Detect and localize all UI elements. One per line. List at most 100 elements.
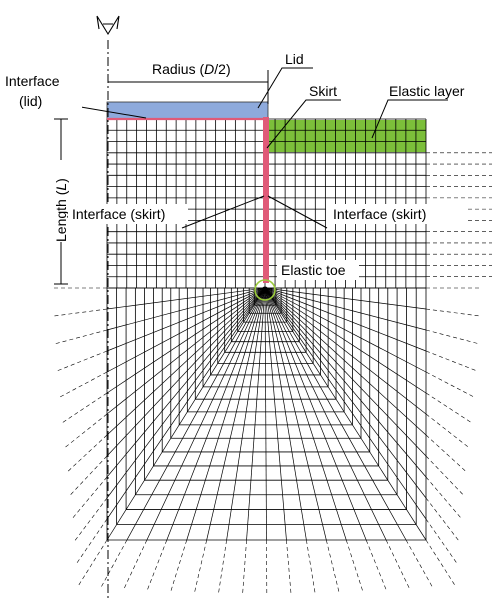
far-field-line bbox=[52, 308, 108, 317]
elastic-layer-leader bbox=[371, 99, 448, 139]
elastic-toe-point bbox=[261, 286, 269, 294]
far-field-line bbox=[425, 392, 473, 424]
radial-mesh-line bbox=[264, 287, 267, 541]
elastic-toe-label: Elastic toe bbox=[281, 262, 346, 278]
far-field-line bbox=[345, 539, 364, 593]
lid-leader bbox=[257, 67, 313, 109]
far-field-line bbox=[326, 539, 340, 594]
far-field-line bbox=[405, 539, 434, 589]
radial-mesh-line bbox=[264, 287, 427, 352]
radial-mesh-line bbox=[106, 287, 266, 310]
interface-skirt-left-leader bbox=[181, 195, 265, 229]
far-field-line bbox=[75, 518, 108, 565]
radial-mesh-line bbox=[264, 287, 427, 373]
radial-mesh-line bbox=[264, 287, 347, 541]
skirt-label: Skirt bbox=[309, 83, 337, 99]
radial-mesh-line bbox=[264, 287, 427, 499]
far-field-line bbox=[425, 434, 467, 473]
far-field-line bbox=[242, 539, 247, 595]
far-field-line bbox=[69, 455, 108, 497]
radius-label: Radius (D/2) bbox=[152, 61, 231, 77]
far-field-line bbox=[61, 392, 108, 424]
lid-label: Lid bbox=[285, 51, 304, 67]
radial-mesh-line bbox=[106, 287, 266, 436]
far-field-line bbox=[286, 539, 292, 595]
radial-mesh-line bbox=[264, 287, 327, 541]
radial-mesh-line bbox=[106, 287, 266, 457]
radial-mesh-line bbox=[264, 287, 427, 478]
far-field-line bbox=[425, 350, 478, 372]
radial-mesh-line bbox=[106, 287, 266, 541]
far-field-line bbox=[425, 455, 465, 496]
radial-mesh-line bbox=[146, 287, 266, 541]
radial-mesh-line bbox=[264, 287, 367, 541]
finite-element-mesh bbox=[52, 118, 492, 596]
far-field-line bbox=[425, 497, 460, 542]
far-field-line bbox=[218, 539, 227, 595]
far-field-line bbox=[425, 476, 462, 520]
far-field-line bbox=[425, 308, 481, 317]
radial-mesh-line bbox=[246, 287, 266, 541]
far-field-line bbox=[71, 476, 108, 520]
far-field-line bbox=[100, 539, 128, 589]
radial-mesh-line bbox=[264, 287, 387, 541]
far-field-line bbox=[123, 539, 148, 590]
far-field-line bbox=[385, 539, 411, 590]
radial-mesh-line bbox=[166, 287, 266, 541]
far-field-line bbox=[365, 539, 387, 592]
far-field-line bbox=[425, 518, 458, 565]
radial-mesh-line bbox=[106, 287, 266, 373]
radial-mesh-line bbox=[264, 287, 427, 415]
far-field-line bbox=[425, 371, 475, 398]
radial-mesh-line bbox=[186, 287, 266, 541]
elastic-layer-label: Elastic layer bbox=[389, 83, 465, 99]
far-field-line bbox=[425, 539, 456, 587]
radial-mesh-line bbox=[226, 287, 266, 541]
far-field-line bbox=[77, 539, 108, 587]
radial-mesh-line bbox=[126, 287, 266, 541]
skirt-strip bbox=[263, 117, 269, 283]
far-field-line bbox=[146, 539, 168, 592]
radial-mesh-line bbox=[106, 287, 266, 499]
far-field-line bbox=[58, 371, 108, 399]
interface-skirt-right-leader bbox=[267, 195, 328, 229]
far-field-line bbox=[73, 497, 108, 543]
elastic-toe-circle bbox=[254, 279, 276, 301]
radial-mesh-line bbox=[264, 287, 427, 457]
radial-mesh-line bbox=[264, 287, 427, 436]
symmetry-symbol-icon bbox=[96, 15, 120, 36]
radial-mesh-line bbox=[106, 287, 266, 478]
interface-lid-label: Interface bbox=[5, 73, 60, 89]
radial-mesh-line bbox=[206, 287, 266, 541]
radial-mesh-line bbox=[106, 287, 266, 331]
lid-plate bbox=[106, 101, 269, 120]
far-field-line bbox=[66, 434, 108, 473]
interface-skirt-right-label: Interface (skirt) bbox=[333, 206, 426, 222]
far-field-line bbox=[425, 413, 470, 449]
elastic-layer-region bbox=[268, 120, 426, 152]
interface-skirt-left-label: Interface (skirt) bbox=[72, 206, 165, 222]
far-field-line bbox=[63, 413, 108, 449]
far-field-line bbox=[53, 329, 108, 345]
radial-mesh-line bbox=[264, 287, 427, 310]
radial-mesh-line bbox=[106, 287, 266, 415]
far-field-line bbox=[170, 539, 188, 593]
radial-mesh-line bbox=[106, 287, 266, 352]
interface-lid-label-2: (lid) bbox=[19, 93, 42, 109]
far-field-line bbox=[306, 539, 316, 595]
radial-mesh-line bbox=[264, 287, 407, 541]
radial-mesh-line bbox=[264, 287, 307, 541]
radial-mesh-line bbox=[106, 287, 266, 394]
radius-dimension bbox=[108, 70, 269, 104]
radial-mesh-line bbox=[264, 287, 427, 331]
length-label: Length (L) bbox=[53, 178, 69, 242]
radial-mesh-line bbox=[106, 287, 266, 520]
far-field-line bbox=[425, 329, 480, 345]
radial-mesh-line bbox=[264, 287, 427, 541]
far-field-line bbox=[193, 539, 207, 594]
far-field-line bbox=[55, 350, 108, 372]
radial-mesh-line bbox=[264, 287, 427, 394]
radial-mesh-line bbox=[264, 287, 427, 520]
skirt-leader bbox=[266, 99, 341, 149]
